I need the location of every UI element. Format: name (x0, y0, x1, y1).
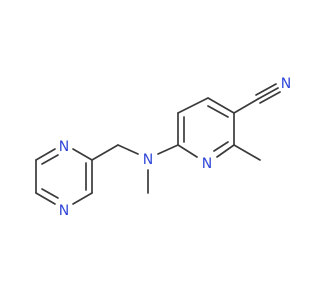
structure-canvas: N N N N N (35, 76, 292, 219)
bond-pyrazine-c6-n1-double (41, 154, 59, 165)
atom-pyrazine-nitrogen-bottom: N (59, 203, 69, 219)
bond-nitrile-triple-1 (257, 87, 279, 100)
bond-pyridine-c6-n1 (177, 144, 198, 158)
bond-pyrazine-n4-c5 (35, 192, 56, 205)
molecule-diagram: N N N N N (35, 76, 291, 219)
bond-nitrile-triple-2 (255, 83, 277, 96)
bond-amine-n-ch2 (117, 144, 139, 155)
bond-pyrazine-c3-n4 (72, 192, 93, 205)
bond-ch2-pyrazine (91, 144, 119, 161)
bond-pyridine-n1-c2-double (213, 141, 229, 152)
atom-nitrile-nitrogen: N (281, 76, 291, 92)
atom-labels: N N N N N (59, 76, 291, 219)
bond-pyrazine-n4-c5-double (41, 188, 59, 199)
atom-pyrazine-nitrogen-top: N (59, 139, 69, 155)
bond-c3-nitrile-c (233, 98, 259, 114)
atom-amine-nitrogen: N (143, 152, 153, 168)
bond-nitrile-triple-3 (259, 91, 281, 104)
bond-c6-amine-n (157, 144, 179, 155)
bond-pyridine-n1-c2 (216, 144, 235, 158)
bond-lines (35, 83, 281, 205)
atom-pyridine-nitrogen: N (202, 156, 212, 172)
bond-pyrazine-n1-c2 (72, 148, 93, 161)
bond-pyridine-c3-c4 (207, 97, 235, 114)
bond-c2-methyl (233, 144, 261, 161)
bond-pyridine-c3-c4-double (207, 105, 229, 118)
bond-pyridine-c4-c5 (177, 97, 209, 114)
bond-pyrazine-c6-n1 (35, 148, 56, 161)
